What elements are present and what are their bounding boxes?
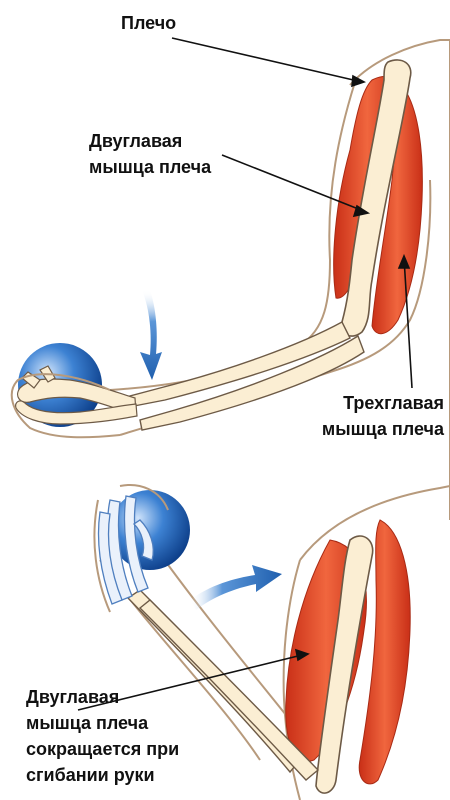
label-triceps-line1: Трехглавая bbox=[343, 392, 444, 414]
label-biceps-top-line2: мышца плеча bbox=[89, 156, 211, 178]
upper-arm-skin-bottom bbox=[300, 486, 450, 560]
label-biceps-bottom-line4: сгибании руки bbox=[26, 764, 155, 786]
down-arrow bbox=[140, 290, 162, 380]
extended-arm bbox=[12, 40, 450, 520]
shoulder-pointer-line bbox=[172, 38, 362, 82]
label-triceps-line2: мышца плеча bbox=[322, 418, 444, 440]
right-arrow bbox=[190, 565, 282, 610]
label-shoulder: Плечо bbox=[121, 12, 176, 34]
label-biceps-bottom-line2: мышца плеча bbox=[26, 712, 148, 734]
label-biceps-top-line1: Двуглавая bbox=[89, 130, 182, 152]
label-biceps-bottom-line1: Двуглавая bbox=[26, 686, 119, 708]
label-biceps-bottom-line3: сокращается при bbox=[26, 738, 179, 760]
